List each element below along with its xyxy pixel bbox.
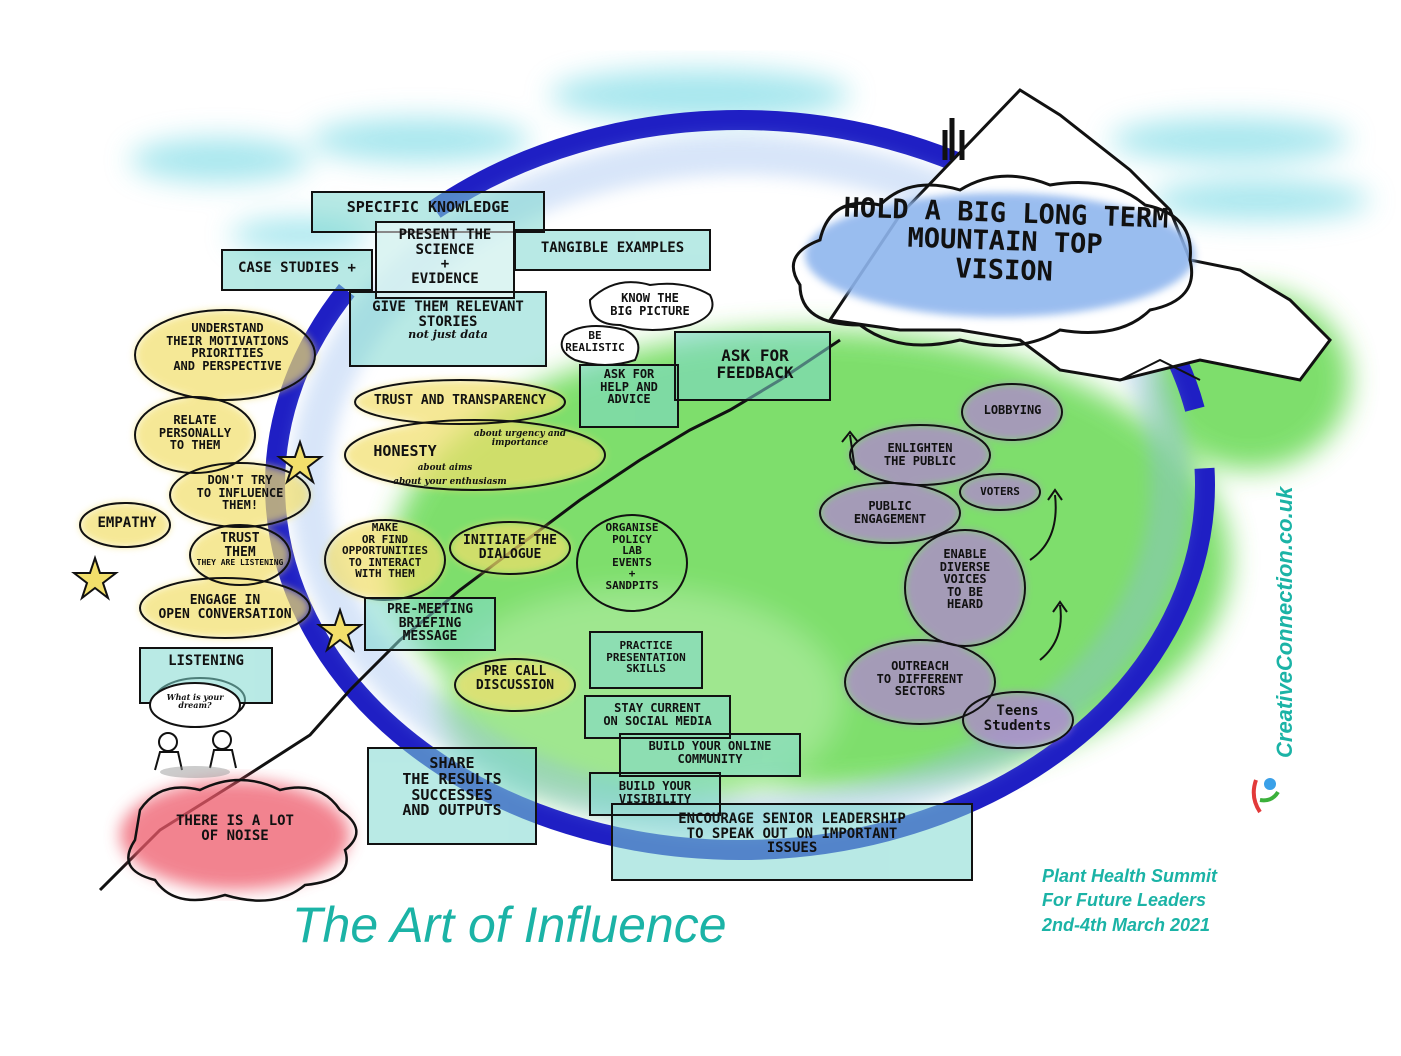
event-info: Plant Health Summit For Future Leaders 2… (1042, 866, 1218, 935)
big-picture: KNOW THE BIG PICTURE (610, 291, 690, 318)
relevant-stories: GIVE THEM RELEVANT STORIES not just data (372, 299, 524, 342)
listening-figures (149, 682, 241, 778)
ask-feedback: ASK FOR FEEDBACK (716, 346, 794, 382)
build-online: BUILD YOUR ONLINE COMMUNITY (648, 739, 772, 766)
vision-cloud (791, 174, 1195, 348)
case-studies: CASE STUDIES + (237, 260, 356, 276)
public-engagement: PUBLIC ENGAGEMENT (853, 499, 927, 526)
ask-help: ASK FOR HELP and ADVICE (600, 367, 658, 407)
star-icon (276, 438, 324, 485)
open-conversation: ENGAGE IN OPEN CONVERSATION (158, 593, 292, 622)
share-results: SHARE THE RESULTS SUCCESSES and OUTPUTS (402, 754, 502, 820)
website-url[interactable]: CreativeConnection.co.uk (1272, 486, 1297, 758)
encourage-leadership: ENCOURAGE SENIOR LEADERSHIP TO SPEAK OUT… (678, 811, 906, 857)
understand-motivations: UNDERSTAND THEIR MOTIVATIONS PRIORITIES … (166, 321, 289, 373)
trust-them: TRUST THEM THEY ARE LISTENING (196, 531, 284, 568)
specific-knowledge: SPECIFIC KNOWLEDGE (346, 198, 510, 216)
purple-clouds (819, 383, 1074, 749)
arrow-icon (841, 430, 859, 471)
vision-text: HOLD A BIG LONG TERM MOUNTAIN TOP VISION (843, 192, 1170, 288)
organise-events: ORGANISE POLICY LAB EVENTS + SANDPITS (605, 521, 659, 592)
lobbying: LOBBYING (983, 403, 1042, 417)
pre-call: PRE CALL DISCUSSION (475, 664, 555, 693)
relate-personally: RELATE PERSONALLY TO THEM (158, 413, 232, 453)
make-opportunities: MAKE OR FIND OPPORTUNITIES TO INTERACT W… (341, 521, 429, 581)
star-icon (316, 606, 364, 653)
honesty: HONESTY (373, 442, 437, 460)
about-enthusiasm: about your enthusiasm (393, 477, 507, 487)
cyan-boxes (139, 191, 973, 881)
noise-text: THERE IS A LOT OF NOISE (175, 813, 294, 844)
stay-current: STAY CURRENT ON SOCIAL MEDIA (603, 701, 712, 728)
voters: VOTERS (980, 485, 1020, 498)
listening-label: LISTENING (168, 653, 244, 669)
arrow-icon (1039, 600, 1068, 661)
enlighten-public: ENLIGHTEN THE PUBLIC (883, 441, 957, 468)
outreach-sectors: OUTREACH TO DIFFERENT SECTORS (876, 659, 964, 699)
be-realistic: BE REALISTIC (565, 329, 625, 354)
about-urgency: about urgency and importance (473, 429, 567, 449)
stars (71, 438, 364, 653)
pre-meeting: PRE-MEETING BRIEFING MESSAGE (386, 602, 474, 645)
dont-try: DON'T TRY TO INFLUENCE THEM! (196, 473, 284, 513)
star-icon (71, 554, 119, 601)
enable-voices: ENABLE DIVERSE VOICES TO BE HEARD (939, 547, 991, 612)
tangible-examples: TANGIBLE EXAMPLES (540, 240, 685, 256)
present-science: PRESENT the SCIENCE + EVIDENCE (398, 227, 492, 288)
noise-cloud (120, 778, 358, 902)
dream-bubble: What is your dream? (166, 692, 224, 711)
empathy-label: EMPATHY (97, 515, 157, 531)
teens-students: Teens Students (983, 703, 1052, 734)
sky-clouds (130, 69, 1370, 251)
trust-transparency: TRUST and TRANSPARENCY (373, 393, 547, 408)
yellow-clouds (79, 309, 688, 723)
climbers-icon (942, 118, 965, 160)
build-visibility: BUILD YOUR VISIBILITY (618, 779, 692, 806)
arrow-icon (1029, 488, 1063, 561)
practice-presentation: PRACTICE PRESENTATION SKILLS (606, 639, 686, 676)
initiate-dialogue: INITIATE the DIALOGUE (463, 533, 557, 562)
logo-icon (1251, 778, 1280, 814)
page-title: The Art of Influence (292, 897, 727, 953)
about-aims: about aims (417, 463, 473, 473)
